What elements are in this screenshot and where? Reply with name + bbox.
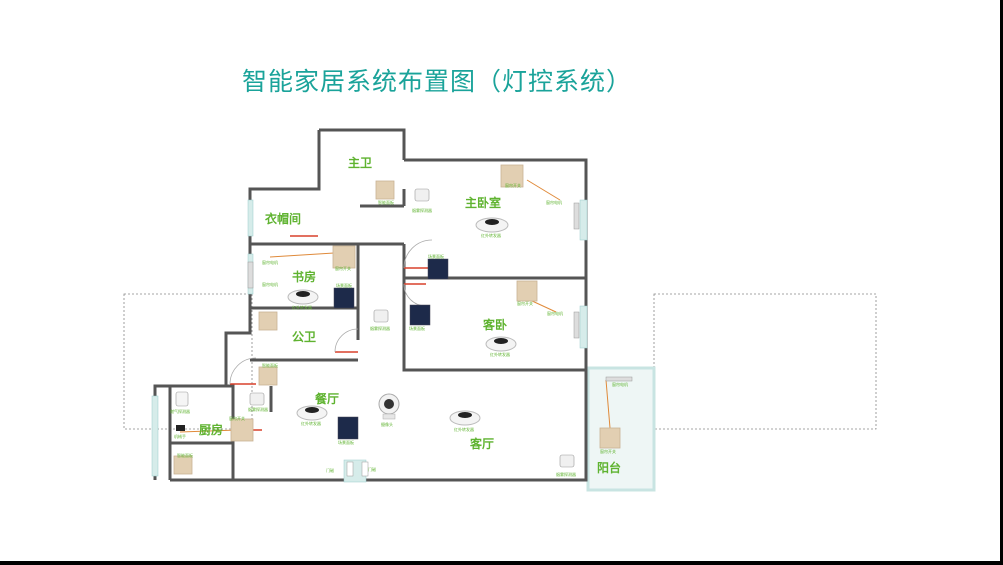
device-label: 窗帘开关: [505, 183, 521, 188]
device-label: 场景面板: [428, 254, 444, 259]
device-label: 窗帘开关: [229, 416, 245, 421]
dashed-outline-right: [653, 293, 877, 430]
device-label: 红外转发器: [481, 233, 501, 238]
device-label: 场景面板: [336, 283, 352, 288]
valve-device: [176, 425, 185, 431]
room-label-master-bedroom: 主卧室: [465, 196, 502, 210]
slide-border-bottom: [0, 561, 1003, 565]
panel-kitchen-1: [230, 418, 254, 442]
ir-remote-devices: [287, 217, 517, 426]
panel-master-bath: [375, 180, 395, 200]
panel-balcony: [599, 427, 621, 449]
device-label: 门磁: [326, 468, 334, 473]
wiring: [179, 179, 611, 433]
panel-guest: [516, 280, 538, 302]
room-label-living: 客厅: [470, 437, 495, 451]
device-label: 机械手: [174, 434, 186, 439]
slide-border-right: [1000, 0, 1003, 565]
device-label: 智能面板: [378, 200, 394, 205]
device-label: 窗帘开关: [335, 266, 351, 271]
windows: [151, 199, 588, 483]
device-label: 红外转发器: [301, 421, 321, 426]
panel-dining-door: [258, 366, 278, 386]
camera-device: [378, 393, 400, 420]
panel-study: [332, 245, 356, 269]
device-label: 红外转发器: [454, 427, 474, 432]
smoke-sensors: [249, 188, 575, 468]
doors: [230, 235, 432, 431]
device-label: 窗帘电机: [262, 282, 278, 287]
panel-kitchen-2: [173, 455, 193, 475]
panel-public-bath: [258, 311, 278, 331]
panel-master-bedroom: [500, 164, 524, 188]
room-label-cloakroom: 衣帽间: [265, 212, 302, 226]
dashed-outline-left: [123, 293, 253, 430]
device-label: 烟雾探测器: [370, 326, 390, 331]
room-label-study: 书房: [292, 270, 317, 284]
device-label: 烟雾探测器: [412, 208, 432, 213]
device-label: 烟雾探测器: [556, 472, 576, 477]
room-label-master-bath: 主卫: [348, 156, 373, 170]
scene-panels: [333, 258, 449, 440]
device-label: 窗帘电机: [546, 200, 562, 205]
device-label: 烟雾探测器: [248, 407, 268, 412]
device-label: 窗帘电机: [612, 382, 628, 387]
device-label: 智能面板: [177, 453, 193, 458]
device-label: 场景面板: [409, 326, 425, 331]
smart-panels: [173, 164, 621, 475]
device-label: 场景面板: [338, 440, 354, 445]
device-label: 门磁: [368, 467, 376, 472]
device-label: 智能面板: [262, 363, 278, 368]
device-label: 窗帘开关: [517, 301, 533, 306]
device-label: 红外转发器: [490, 352, 510, 357]
diagram-title: 智能家居系统布置图（灯控系统）: [242, 67, 633, 96]
device-label: 摄像头: [381, 422, 393, 427]
room-label-dining: 餐厅: [315, 392, 340, 406]
gas-sensor: [175, 391, 189, 407]
device-label: 窗帘电机: [262, 260, 278, 265]
room-label-kitchen: 厨房: [199, 423, 224, 437]
device-label: 窗帘电机: [547, 311, 563, 316]
balcony-frame: [586, 366, 656, 492]
device-label: 窗帘开关: [600, 449, 616, 454]
room-label-public-bath: 公卫: [292, 330, 317, 344]
room-label-balcony: 阳台: [597, 461, 622, 475]
device-label: 燃气探测器: [170, 409, 190, 414]
room-label-guest-bedroom: 客卧: [483, 318, 508, 332]
device-label: 红外转发器: [292, 305, 312, 310]
